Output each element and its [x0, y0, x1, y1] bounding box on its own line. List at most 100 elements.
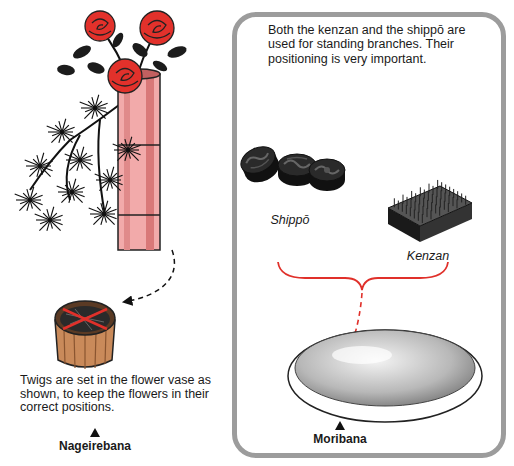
kenzan-pin	[428, 192, 429, 201]
pine-needle	[50, 220, 52, 229]
vase-cross-section	[55, 301, 115, 369]
kenzan-pin	[414, 210, 415, 219]
pine-needle	[128, 145, 141, 150]
kenzan-pin	[457, 199, 458, 208]
pine-needle	[99, 180, 110, 191]
pine-needle	[100, 180, 110, 184]
kenzan-pin	[439, 207, 440, 216]
kenzan-pin	[422, 214, 423, 223]
kenzan-pin	[402, 203, 403, 212]
pine-needle	[95, 108, 97, 117]
kenzan-pin	[398, 201, 399, 210]
pine-needle	[104, 214, 106, 223]
panel-box: Both the kenzan and the shippō are used …	[232, 12, 506, 458]
kenzan-pin	[453, 189, 454, 198]
kenzan-pin	[461, 193, 462, 202]
kenzan-pin	[440, 199, 441, 208]
pine-needle	[84, 108, 95, 119]
pine-needle	[62, 192, 72, 196]
pine-needle	[20, 200, 30, 204]
pine-needle	[40, 166, 51, 177]
pine-needle	[80, 160, 82, 169]
kenzan-pin	[420, 187, 421, 196]
pine-needle	[35, 214, 50, 220]
pine-needle	[30, 200, 41, 211]
pine-needle	[72, 187, 85, 192]
pine-needle	[85, 108, 95, 112]
pine-needle	[40, 161, 53, 166]
kenzan-pin	[419, 195, 420, 204]
pine-needle	[125, 139, 128, 150]
kenzan-pin	[427, 208, 428, 217]
pine-needle	[57, 186, 72, 192]
moribana-dish	[288, 330, 482, 422]
kenzan-pin	[437, 188, 438, 197]
kenzan-pin	[445, 193, 446, 202]
kenzan-pin	[431, 210, 432, 219]
triangle-marker	[90, 428, 100, 437]
pine-needle	[95, 108, 106, 119]
pine-needle	[95, 174, 110, 180]
pine-needle	[39, 220, 50, 231]
pine-needle	[19, 200, 30, 211]
kenzan-pin	[410, 207, 411, 216]
pine-needle	[40, 166, 42, 175]
pine-needle	[128, 150, 139, 161]
pine-needle	[25, 160, 40, 166]
pine-needle	[62, 132, 64, 141]
kenzan-pin	[415, 193, 416, 202]
panel-note: Both the kenzan and the shippō are used …	[268, 23, 480, 66]
pine-needle	[77, 149, 80, 160]
pine-needle	[62, 132, 73, 143]
pine-needle	[80, 160, 91, 171]
kenzan-pin	[407, 197, 408, 206]
pine-needle	[92, 97, 95, 108]
pine-branch	[15, 95, 141, 231]
pine-needle	[94, 214, 104, 218]
pine-needle	[51, 132, 62, 143]
kenzan-pin	[457, 191, 458, 200]
kenzan-pin	[437, 180, 438, 189]
pine-needle	[72, 192, 74, 201]
roses	[85, 11, 174, 93]
pine-needle	[62, 127, 75, 132]
kenzan-pin	[435, 204, 436, 213]
pine-needle	[47, 209, 50, 220]
pine-needle	[113, 144, 128, 150]
pine-needle	[15, 194, 30, 200]
kenzan-pin	[424, 190, 425, 199]
pine-needle	[52, 132, 62, 136]
pine-needle	[110, 175, 123, 180]
pine-needle	[72, 192, 83, 203]
pine-needle	[37, 155, 40, 166]
kenzan-pin	[431, 202, 432, 211]
pine-needle	[104, 214, 115, 225]
pine-needle	[30, 200, 32, 209]
bamboo-vase	[118, 69, 160, 250]
pine-needle	[65, 154, 80, 160]
pine-needle	[69, 181, 72, 192]
pine-needle	[27, 189, 30, 200]
triangle-marker	[335, 421, 345, 430]
kenzan-pin	[444, 201, 445, 210]
pine-needle	[50, 220, 61, 231]
pine-needle	[118, 150, 128, 154]
kenzan-pin	[445, 184, 446, 193]
kenzan-pin	[423, 198, 424, 207]
pine-needle	[29, 166, 40, 177]
pine-needle	[40, 220, 50, 224]
kenzan-pin	[453, 197, 454, 206]
pine-needle	[47, 126, 62, 132]
pine-needle	[128, 150, 130, 159]
pine-needle	[104, 209, 117, 214]
pine-needle	[30, 195, 43, 200]
kenzan-pin	[436, 196, 437, 205]
kenzan-pin	[418, 212, 419, 221]
pine-needle	[110, 180, 112, 189]
pine-needle	[95, 103, 108, 108]
part-name: Shippō	[250, 214, 330, 228]
pine-needle	[101, 203, 104, 214]
kenzan-pin	[411, 199, 412, 208]
kenzan-pin	[429, 184, 430, 193]
pine-needle	[30, 166, 40, 170]
